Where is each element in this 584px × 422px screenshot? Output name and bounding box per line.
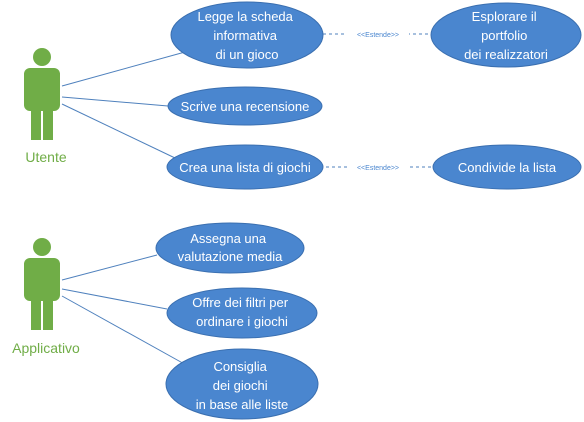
use-case-line: ordinare i giochi xyxy=(196,314,288,329)
extend-label: <<Estende>> xyxy=(357,32,399,39)
svg-text:Crea una lista di giochi: Crea una lista di giochi xyxy=(179,160,311,175)
use-case-crea-lista[interactable]: Crea una lista di giochi xyxy=(166,144,324,190)
use-case-line: portfolio xyxy=(481,28,527,43)
use-case-line: dei giochi xyxy=(213,378,268,393)
actor-applicativo: Applicativo xyxy=(12,238,80,356)
use-case-scrive-recensione[interactable]: Scrive una recensione xyxy=(167,86,323,126)
use-case-line: Condivide la lista xyxy=(458,160,557,175)
use-case-offre-filtri[interactable]: Offre dei filtri per ordinare i giochi xyxy=(166,287,318,339)
extend-label-bg xyxy=(347,162,409,172)
svg-text:Assegna una valutazione: Assegna una valutazione media xyxy=(178,231,284,264)
svg-text:Consiglia dei giochi: Consiglia dei giochi in base alle liste xyxy=(196,359,289,412)
association-lines xyxy=(61,51,189,367)
use-case-line: Consiglia xyxy=(213,359,267,374)
user-icon xyxy=(24,238,60,330)
svg-text:Scrive una recensione: Scrive una recensione xyxy=(181,99,310,114)
use-case-line: informativa xyxy=(213,28,277,43)
use-case-line: Offre dei filtri per xyxy=(192,295,289,310)
assoc-utente-recensione xyxy=(61,96,169,107)
extend-label-bg xyxy=(347,29,409,39)
use-case-line: in base alle liste xyxy=(196,397,289,412)
use-case-esplorare-portfolio[interactable]: Esplorare il portfolio dei realizzatori xyxy=(430,2,582,68)
assoc-utente-legge xyxy=(61,51,186,87)
use-case-line: Scrive una recensione xyxy=(181,99,310,114)
assoc-applicativo-valutazione xyxy=(61,254,158,281)
use-case-consiglia-giochi[interactable]: Consiglia dei giochi in base alle liste xyxy=(165,348,319,420)
use-case-assegna-valutazione[interactable]: Assegna una valutazione media xyxy=(155,222,305,274)
assoc-applicativo-filtri xyxy=(61,288,168,310)
assoc-utente-lista xyxy=(61,103,176,159)
use-case-line: valutazione media xyxy=(178,249,284,264)
extend-label: <<Estende>> xyxy=(357,165,399,172)
extend-relationship-2: <<Estende>> xyxy=(320,162,433,172)
assoc-applicativo-consiglia xyxy=(61,295,189,367)
use-case-line: Assegna una xyxy=(190,231,267,246)
use-case-line: dei realizzatori xyxy=(464,47,548,62)
svg-text:Offre dei filtri per ord: Offre dei filtri per ordinare i giochi xyxy=(192,295,291,329)
use-case-condivide-lista[interactable]: Condivide la lista xyxy=(432,144,582,190)
use-case-legge-scheda[interactable]: Legge la scheda informativa di un gioco xyxy=(170,1,324,69)
use-case-line: Esplorare il xyxy=(472,9,537,24)
use-case-line: di un gioco xyxy=(216,47,279,62)
extend-relationship-1: <<Estende>> xyxy=(323,29,435,39)
use-case-line: Legge la scheda xyxy=(197,9,293,24)
svg-text:Condivide la lista: Condivide la lista xyxy=(458,160,557,175)
use-case-line: Crea una lista di giochi xyxy=(179,160,311,175)
actor-label: Utente xyxy=(25,149,66,165)
svg-text:Legge la scheda informat: Legge la scheda informativa di un gioco xyxy=(197,9,296,62)
svg-text:Esplorare il portfolio: Esplorare il portfolio dei realizzatori xyxy=(464,9,548,62)
actor-utente: Utente xyxy=(24,48,67,165)
user-icon xyxy=(24,48,60,140)
actor-label: Applicativo xyxy=(12,340,80,356)
